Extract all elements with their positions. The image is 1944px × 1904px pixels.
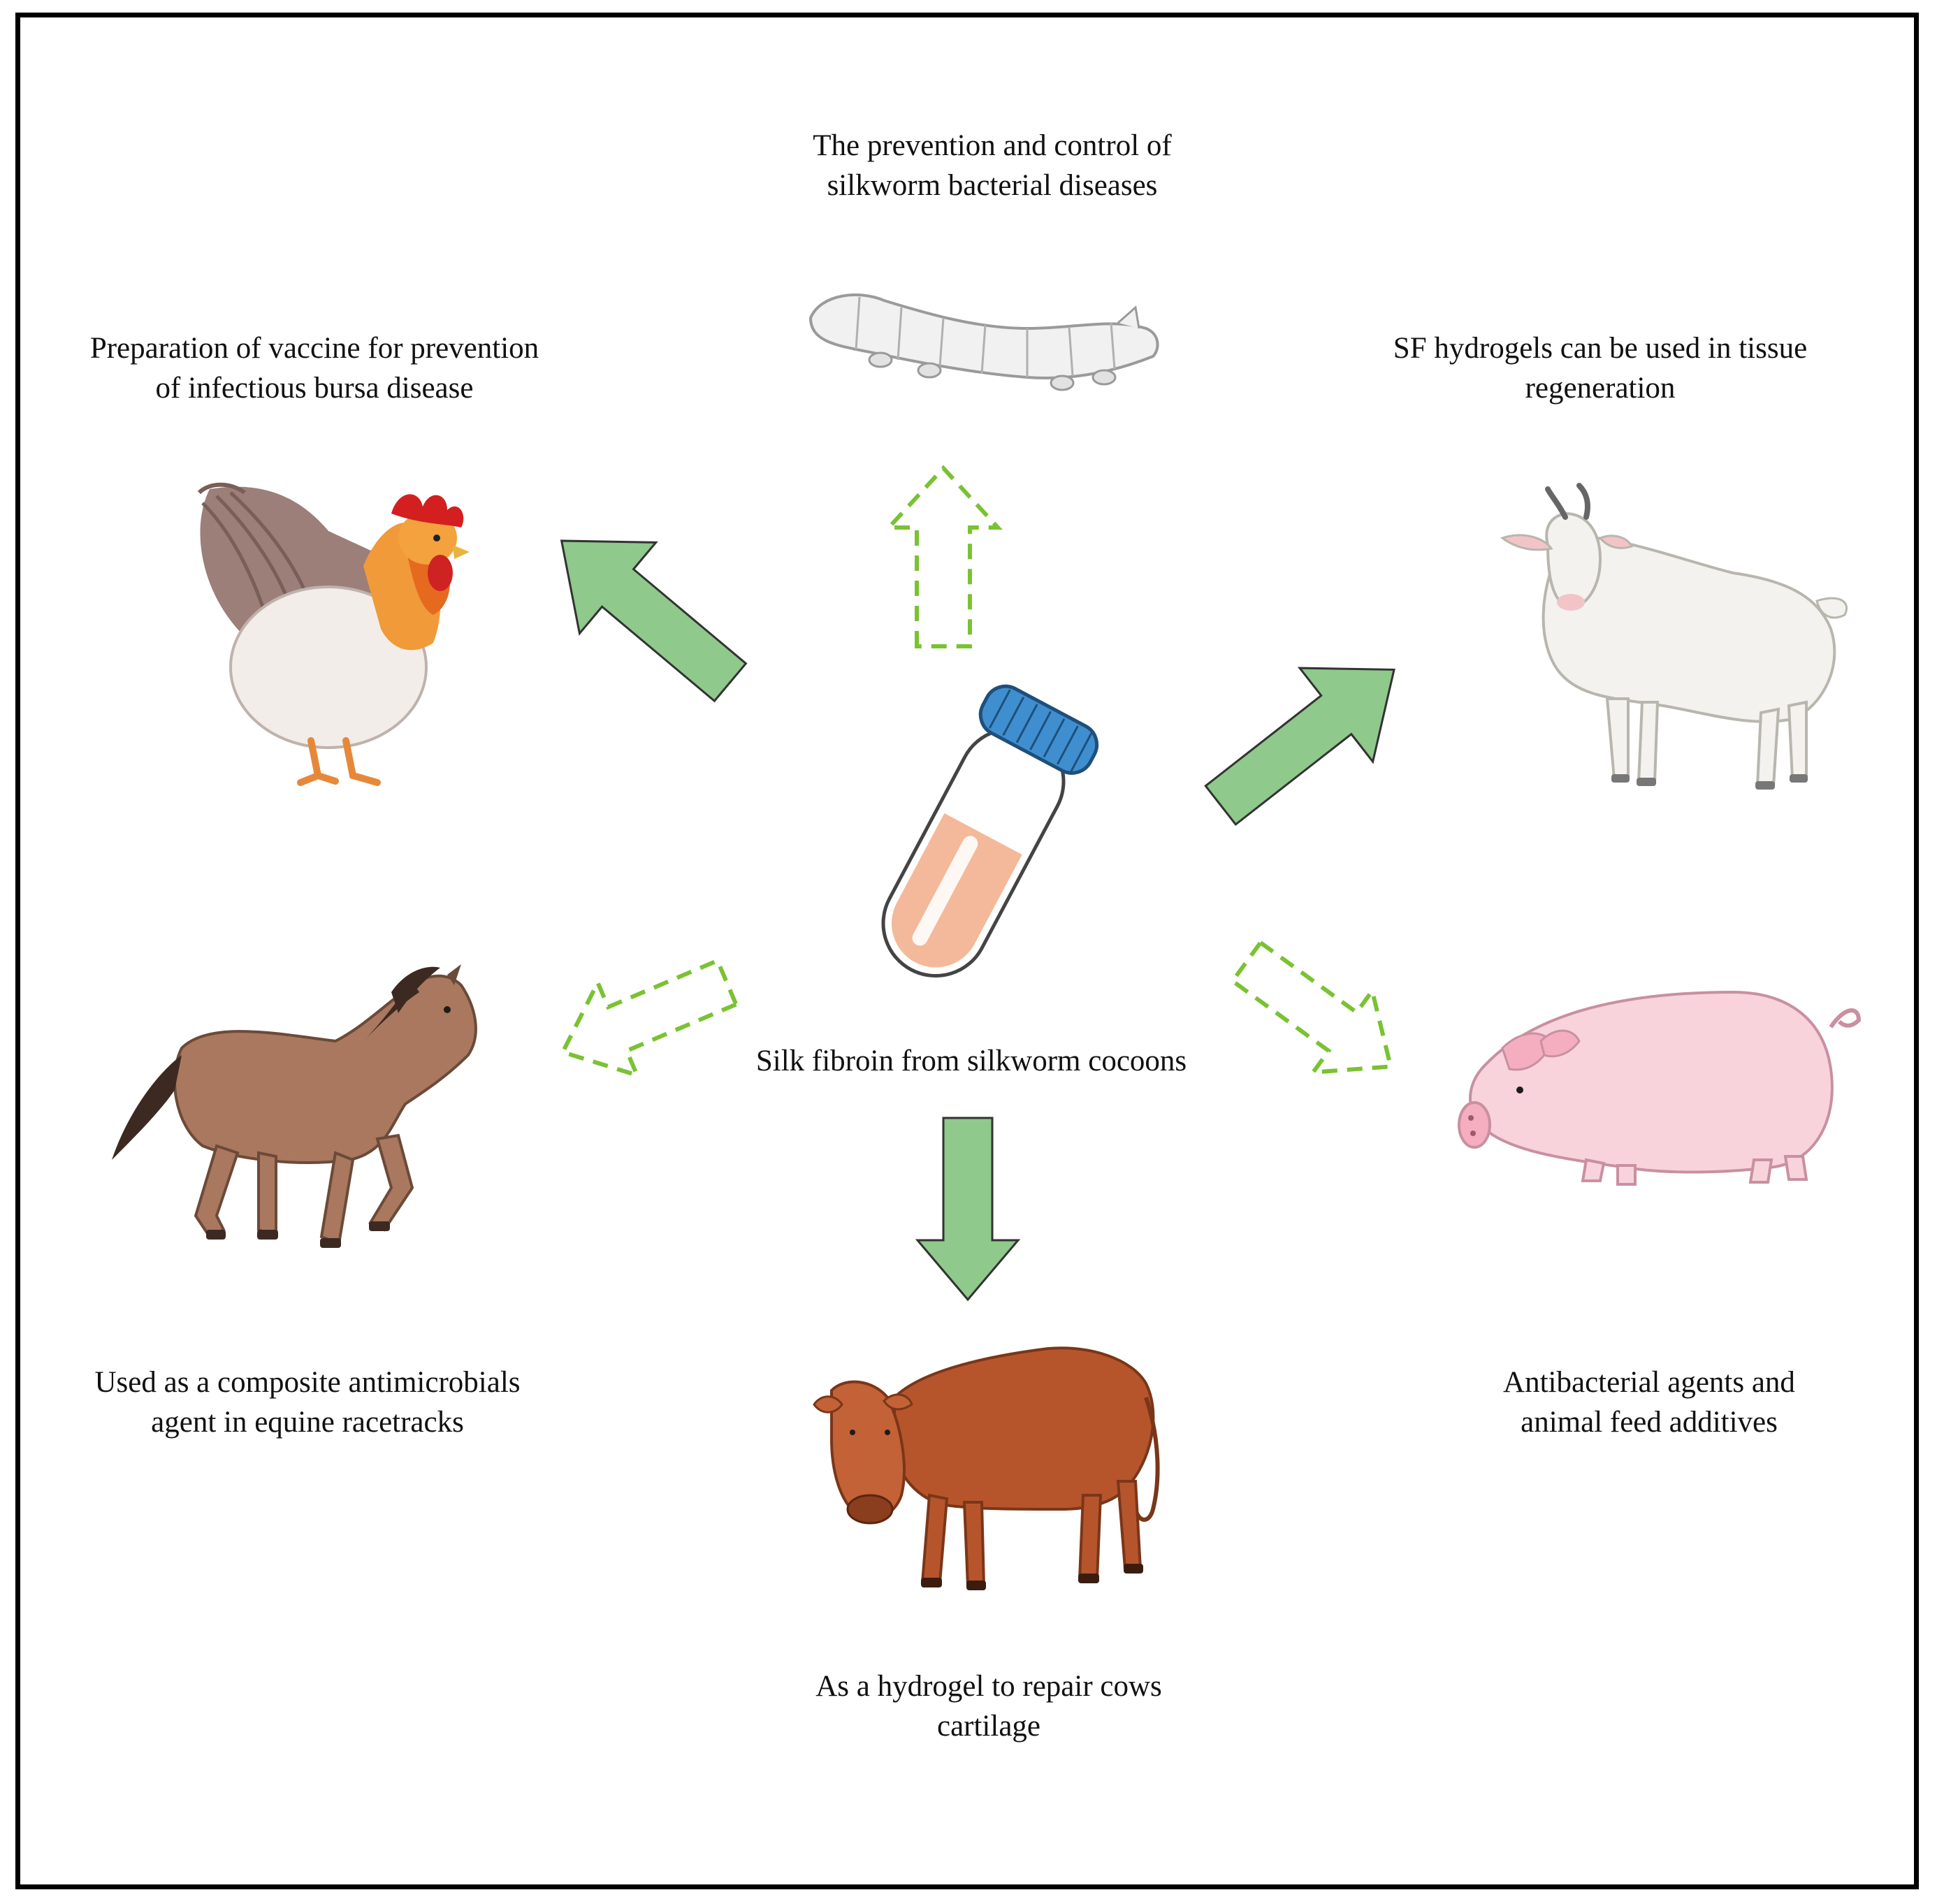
dashed-arrow-to-pig: [1229, 939, 1393, 1075]
center-label: Silk fibroin from silkworm cocoons: [755, 1045, 1187, 1077]
horse-icon: [112, 964, 477, 1248]
caption-rooster: Preparation of vaccine for prevention of…: [89, 332, 539, 405]
diagram-frame: [15, 13, 1919, 1889]
arrow-to-cow: [915, 1117, 1021, 1302]
caption-horse: Used as a composite antimicrobials agent…: [94, 1366, 521, 1439]
rooster-icon: [197, 482, 470, 786]
cow-icon: [813, 1346, 1160, 1590]
silkworm-icon: [808, 293, 1159, 391]
caption-goat: SF hydrogels can be used in tissue regen…: [1393, 332, 1808, 405]
goat-icon: [1500, 483, 1848, 790]
dashed-arrow-to-silkworm: [884, 465, 1003, 648]
arrow-to-goat: [1204, 667, 1395, 827]
caption-pig: Antibacterial agents and animal feed add…: [1503, 1366, 1795, 1439]
pig-icon: [1458, 990, 1862, 1186]
arrow-to-rooster: [560, 539, 748, 703]
dashed-arrow-to-horse: [560, 957, 739, 1079]
test-tube-icon: [881, 684, 1099, 978]
caption-silkworm: The prevention and control of silkworm b…: [813, 129, 1172, 202]
caption-cow: As a hydrogel to repair cows cartilage: [815, 1670, 1162, 1743]
